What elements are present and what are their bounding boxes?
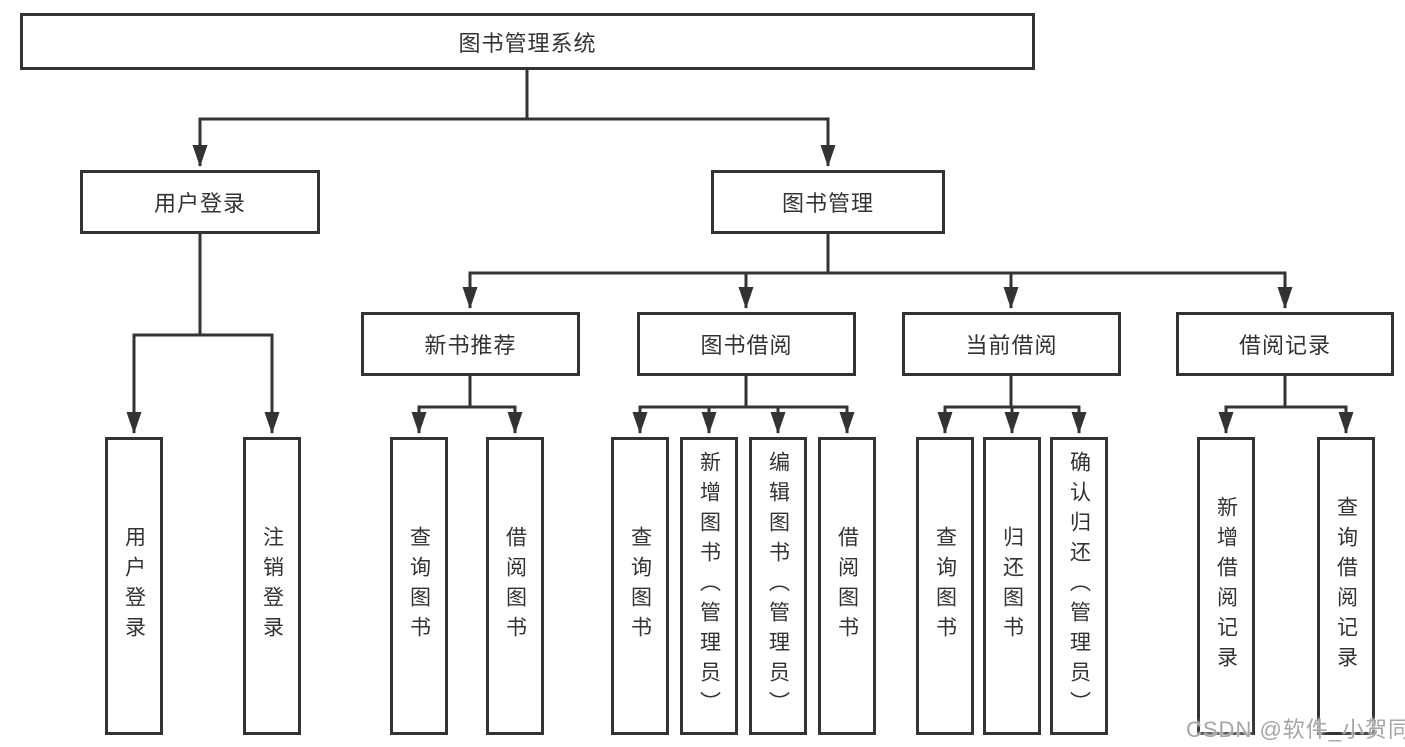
node-book-management: 图书管理 bbox=[711, 170, 945, 234]
leaf-add-books-admin: 新增图书（管理员） bbox=[680, 437, 738, 735]
leaf-label: 借阅图书 bbox=[835, 526, 859, 646]
leaf-borrow-books-recommend: 借阅图书 bbox=[486, 437, 544, 735]
leaf-label: 编辑图书（管理员） bbox=[766, 451, 790, 721]
leaf-label: 查询图书 bbox=[628, 526, 652, 646]
node-current-borrowing: 当前借阅 bbox=[902, 312, 1121, 376]
leaf-user-login: 用户登录 bbox=[105, 437, 163, 735]
node-user-login: 用户登录 bbox=[80, 170, 320, 234]
leaf-label: 新增借阅记录 bbox=[1214, 496, 1238, 676]
node-label: 图书借阅 bbox=[700, 333, 793, 358]
leaf-query-books-recommend: 查询图书 bbox=[390, 437, 448, 735]
leaf-label: 借阅图书 bbox=[503, 526, 527, 646]
leaf-label: 注销登录 bbox=[260, 526, 284, 646]
leaf-add-borrow-record: 新增借阅记录 bbox=[1197, 437, 1255, 735]
node-borrowing-records: 借阅记录 bbox=[1176, 312, 1394, 376]
node-label: 新书推荐 bbox=[424, 333, 517, 358]
node-label: 图书管理系统 bbox=[458, 30, 597, 56]
node-label: 借阅记录 bbox=[1238, 333, 1331, 358]
node-label: 图书管理 bbox=[781, 191, 874, 216]
leaf-confirm-return-admin: 确认归还（管理员） bbox=[1050, 437, 1108, 735]
leaf-return-books: 归还图书 bbox=[983, 437, 1041, 735]
leaf-label: 归还图书 bbox=[1000, 526, 1024, 646]
node-label: 当前借阅 bbox=[965, 333, 1058, 358]
leaf-label: 查询借阅记录 bbox=[1334, 496, 1358, 676]
leaf-edit-books-admin: 编辑图书（管理员） bbox=[749, 437, 807, 735]
node-new-book-recommendation: 新书推荐 bbox=[361, 312, 580, 376]
leaf-query-borrow-record: 查询借阅记录 bbox=[1317, 437, 1375, 735]
leaf-query-books-current: 查询图书 bbox=[916, 437, 974, 735]
leaf-label: 确认归还（管理员） bbox=[1067, 451, 1091, 721]
node-library-management-system: 图书管理系统 bbox=[20, 13, 1035, 70]
leaf-label: 查询图书 bbox=[407, 526, 431, 646]
leaf-logout-login: 注销登录 bbox=[243, 437, 301, 735]
node-label: 用户登录 bbox=[153, 191, 246, 216]
leaf-label: 新增图书（管理员） bbox=[697, 451, 721, 721]
leaf-label: 查询图书 bbox=[933, 526, 957, 646]
node-book-borrowing: 图书借阅 bbox=[637, 312, 856, 376]
leaf-query-books-borrowing: 查询图书 bbox=[611, 437, 669, 735]
csdn-watermark: CSDN @软件_小贺同学 bbox=[1186, 717, 1405, 742]
leaf-label: 用户登录 bbox=[122, 526, 146, 646]
leaf-borrow-books: 借阅图书 bbox=[818, 437, 876, 735]
